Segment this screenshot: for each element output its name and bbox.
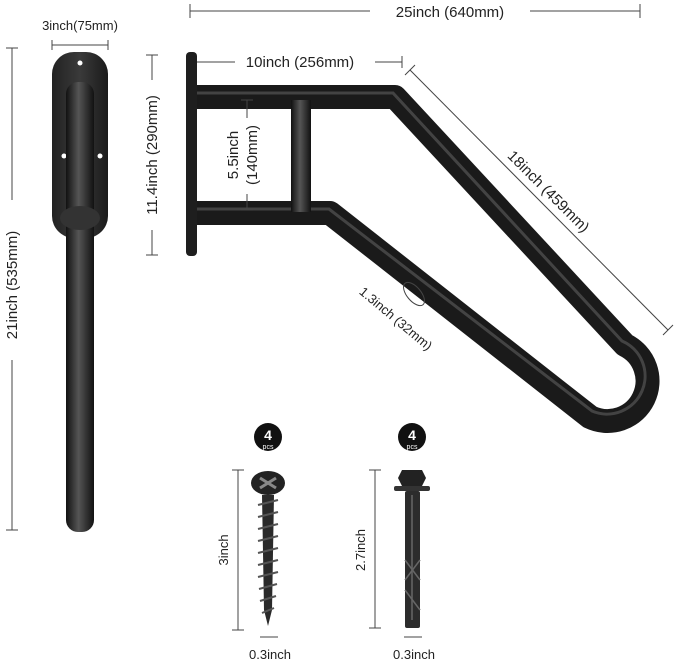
screw-width-label: 0.3inch: [249, 647, 291, 662]
mount-height-label: 11.4inch (290mm): [144, 95, 161, 215]
anchor-length-label: 2.7inch: [353, 529, 368, 571]
anchor-hardware: 4 pcs 2.7inch 0.3inch: [353, 423, 435, 662]
svg-text:4: 4: [264, 427, 272, 443]
wall-flange: [186, 52, 197, 256]
bar-gap-label-line1: 5.5inch: [225, 131, 242, 179]
rail-tube: [197, 85, 660, 433]
anchor-width-label: 0.3inch: [393, 647, 435, 662]
total-length-label: 25inch (640mm): [396, 4, 504, 21]
svg-text:pcs: pcs: [407, 444, 418, 451]
svg-text:4: 4: [408, 427, 416, 443]
screw-hardware: 4 pcs 3inch 0.3inch: [216, 423, 291, 662]
total-height-label: 21inch (535mm): [4, 231, 21, 339]
top-bar-length-label: 10inch (256mm): [246, 54, 354, 71]
quantity-badge: [398, 423, 426, 451]
side-view: [52, 52, 108, 532]
screw-length-label: 3inch: [216, 534, 231, 565]
svg-text:pcs: pcs: [263, 444, 274, 451]
rail-side-tube: [66, 82, 94, 532]
quantity-badge: [254, 423, 282, 451]
cross-brace: [291, 100, 311, 212]
anchor-bolt-icon: [398, 470, 426, 486]
handrail-main-view: [186, 52, 660, 433]
bar-gap-label-line2: (140mm): [244, 125, 261, 185]
plate-width-label: 3inch(75mm): [42, 18, 118, 33]
